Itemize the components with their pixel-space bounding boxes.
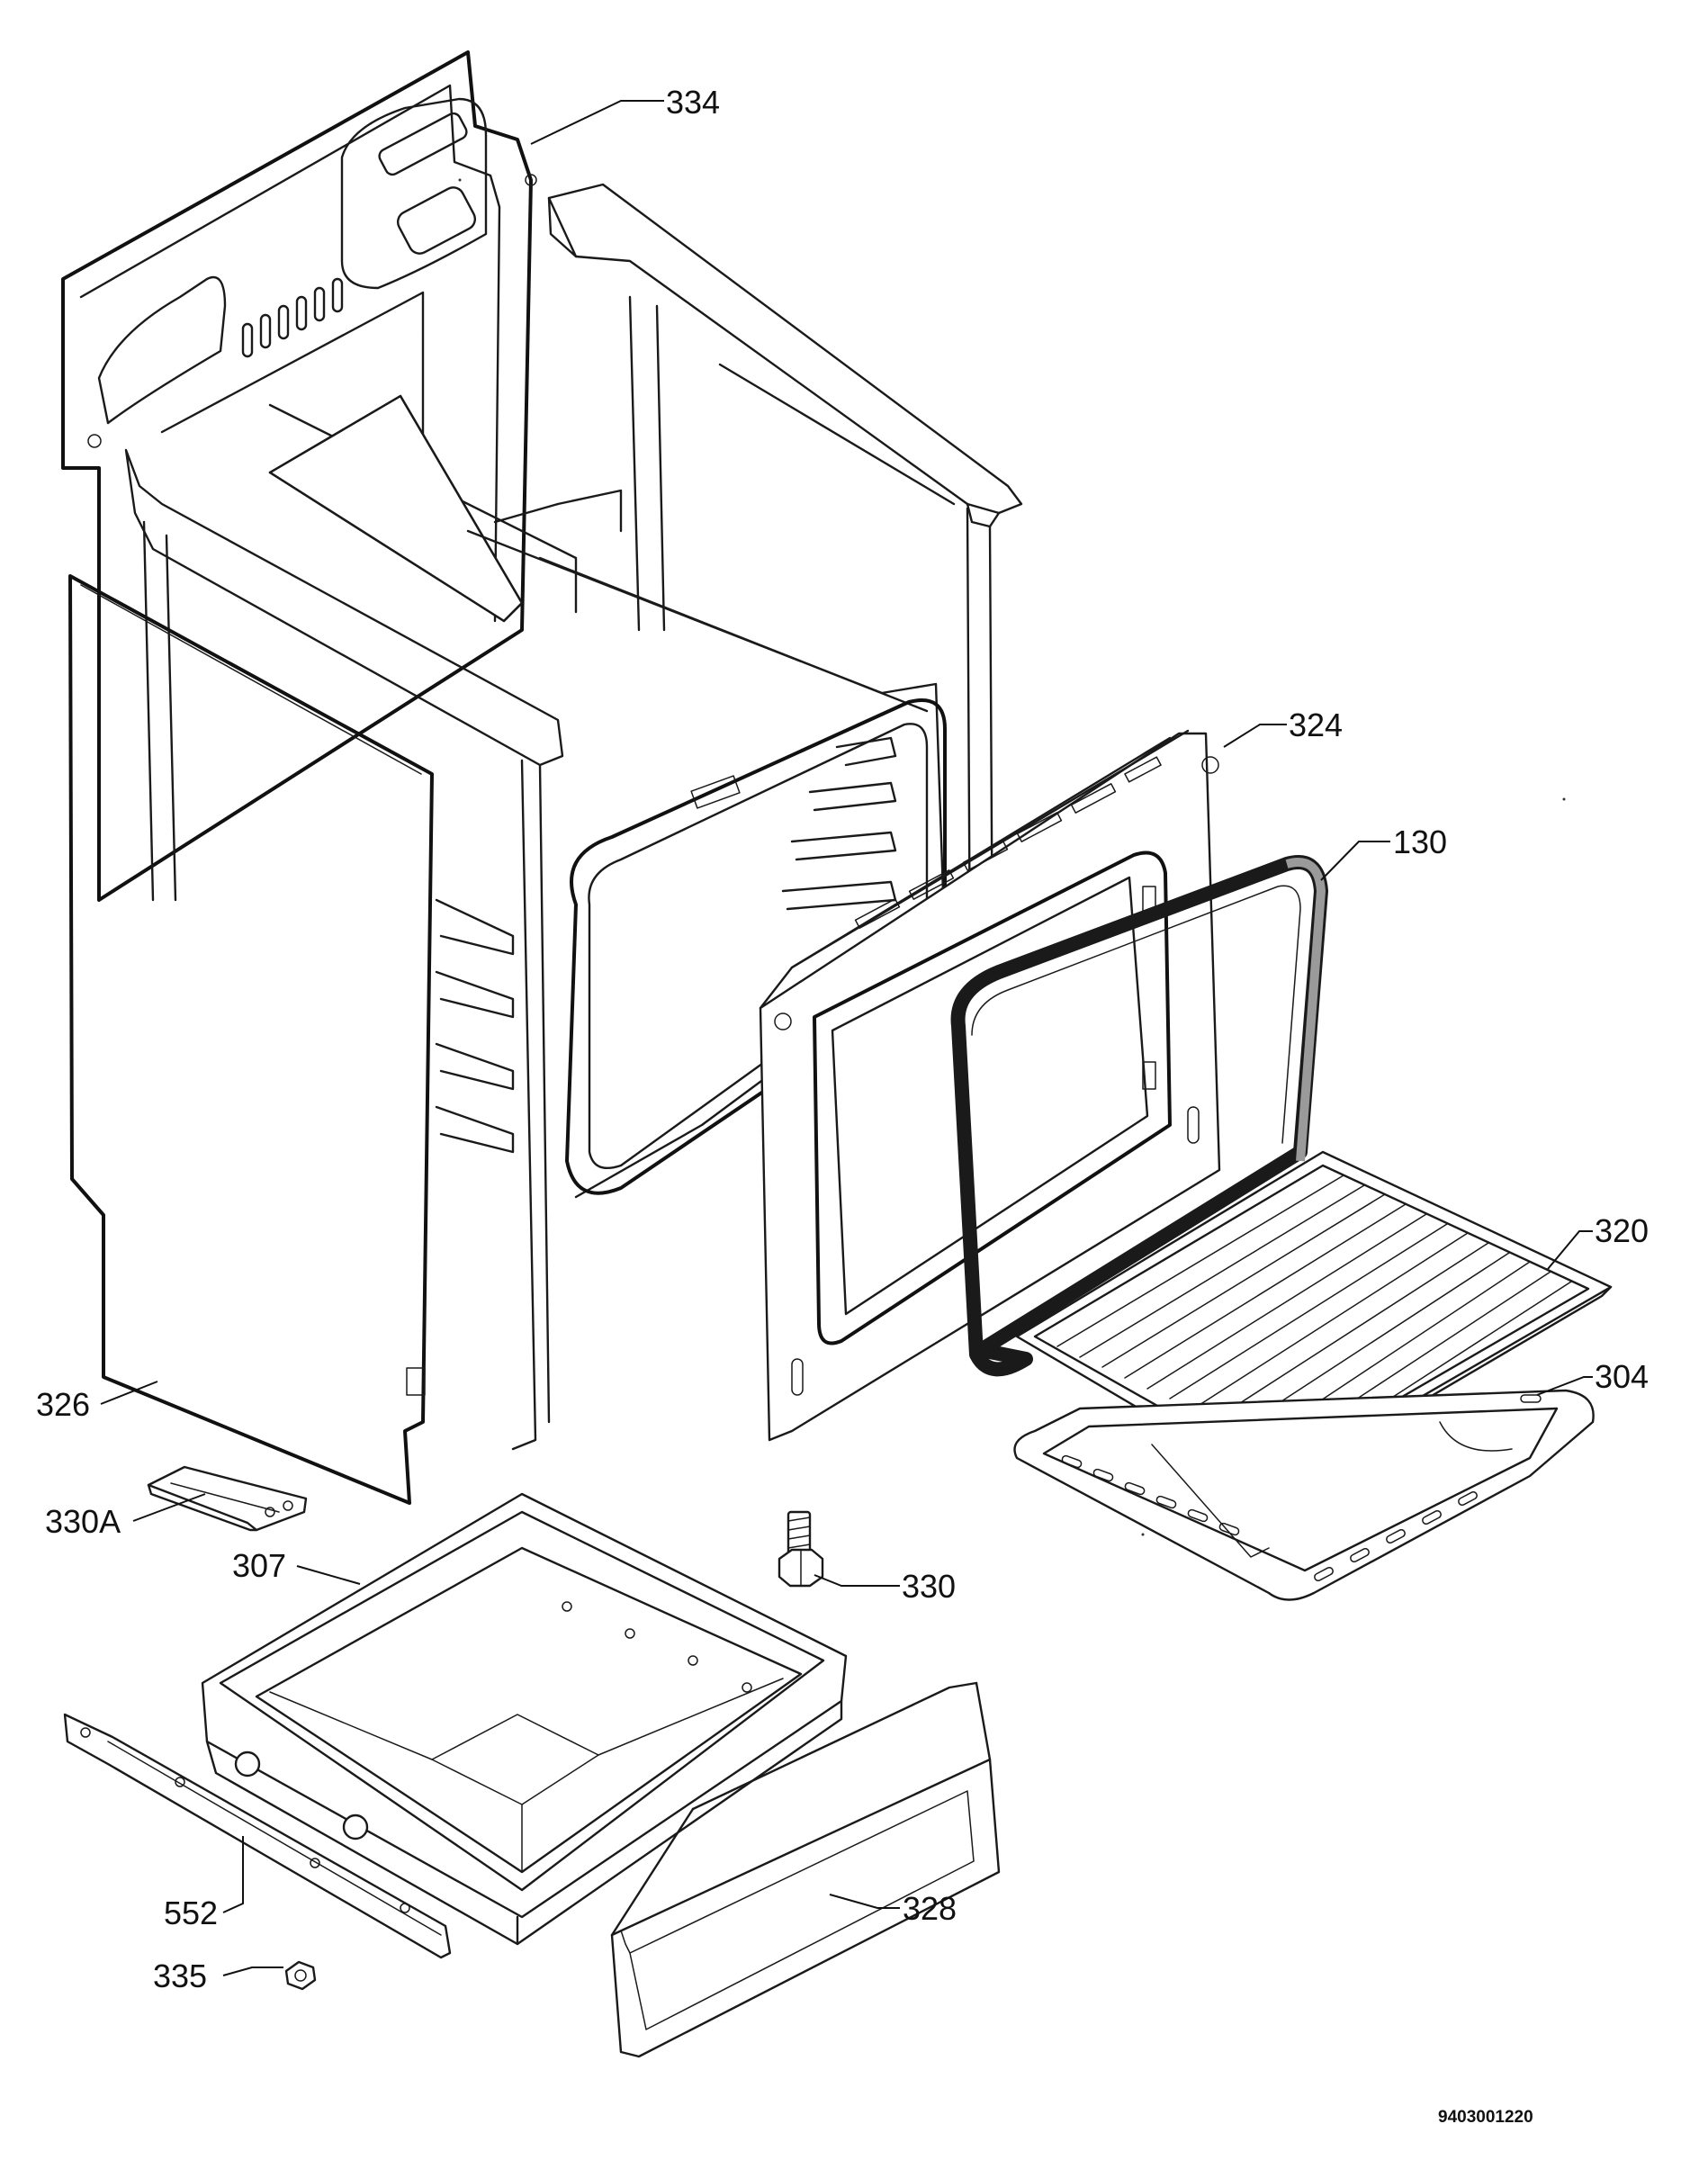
leader-335 [222, 1966, 283, 1976]
label-307: 307 [232, 1547, 286, 1584]
leader-304 [1536, 1376, 1593, 1396]
door-seal-drawing [950, 855, 1328, 1377]
label-324: 324 [1289, 706, 1343, 743]
label-320: 320 [1595, 1212, 1649, 1249]
scan-speck [458, 178, 462, 182]
leader-lines [100, 100, 1593, 1976]
label-328: 328 [903, 1890, 957, 1927]
label-335: 335 [153, 1958, 207, 1994]
screw-drawing [284, 1960, 317, 1991]
drawer-rail-drawing [63, 1713, 452, 1959]
side-panel-drawing [68, 574, 434, 1505]
label-326: 326 [36, 1386, 90, 1423]
leader-130 [1320, 841, 1390, 881]
drawer-front-drawing [610, 1681, 1001, 2058]
part-labels: 334 324 130 320 304 326 330A 307 330 552… [36, 84, 1649, 1994]
label-304: 304 [1595, 1358, 1649, 1395]
leader-334 [530, 100, 664, 145]
leader-552 [222, 1836, 244, 1913]
scan-speck [1562, 797, 1566, 801]
leader-328 [829, 1894, 900, 1909]
leader-330A [132, 1493, 206, 1522]
leader-320 [1547, 1230, 1593, 1270]
baking-tray-drawing [1013, 1389, 1595, 1601]
scan-speck [1141, 1533, 1145, 1536]
oven-cavity-drawing [268, 394, 947, 1199]
label-130: 130 [1393, 824, 1447, 860]
label-330A: 330A [45, 1503, 121, 1540]
label-330: 330 [902, 1568, 956, 1605]
bolt-drawing [778, 1510, 824, 1588]
rear-panel-drawing [61, 50, 537, 902]
label-334: 334 [666, 84, 720, 121]
label-552: 552 [164, 1894, 218, 1931]
document-number: 9403001220 [1438, 2108, 1533, 2127]
leader-326 [100, 1381, 158, 1405]
drawer-drawing [201, 1492, 848, 1946]
leader-324 [1223, 724, 1287, 748]
bracket-drawing [147, 1465, 308, 1532]
leader-307 [296, 1565, 361, 1585]
leader-330 [814, 1574, 900, 1587]
